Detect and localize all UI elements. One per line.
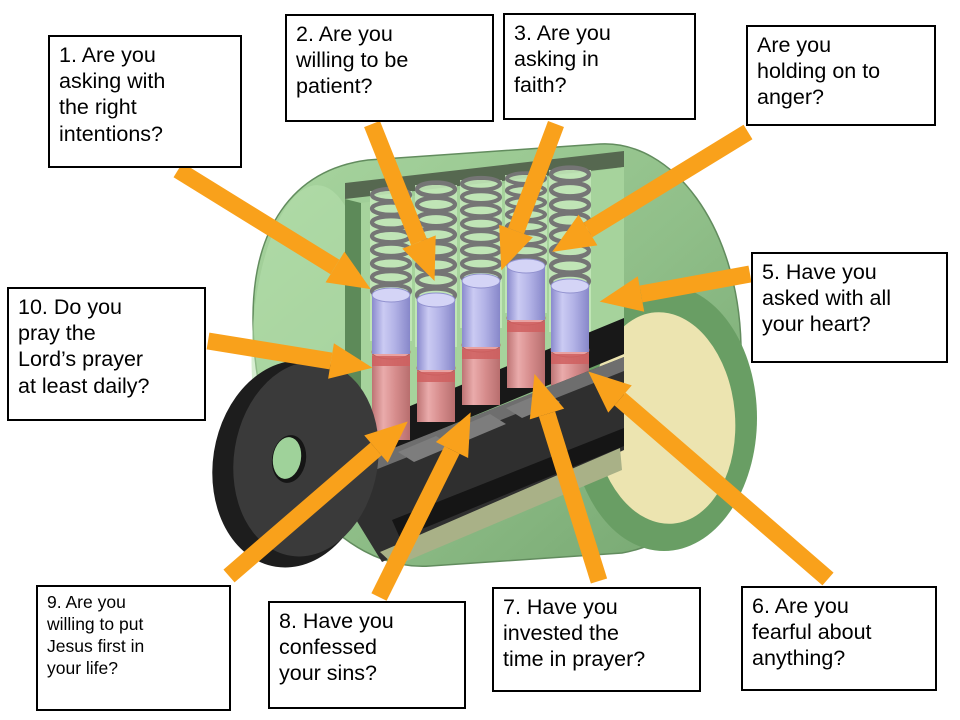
question-box-8: 8. Have you confessed your sins? [268, 601, 466, 709]
question-box-10: 10. Do you pray the Lord’s prayer at lea… [7, 287, 206, 421]
pin-stack-2 [416, 292, 456, 422]
driver-pin [507, 266, 545, 320]
arrow-q8 [371, 412, 471, 601]
question-text-6: 6. Are you fearful about anything? [752, 594, 872, 671]
question-text-2: 2. Are you willing to be patient? [296, 22, 409, 99]
key-bow [212, 360, 379, 568]
driver-pin [551, 286, 589, 352]
arrow-q4 [552, 124, 753, 252]
pin-stack-4 [506, 258, 546, 388]
question-text-10: 10. Do you pray the Lord’s prayer at lea… [18, 295, 150, 398]
arrow-q6 [588, 371, 834, 586]
question-box-3: 3. Are you asking in faith? [503, 13, 696, 120]
arrow-q3 [499, 121, 564, 271]
question-box-9: 9. Are you willing to put Jesus first in… [36, 585, 231, 711]
arrow-q10 [206, 332, 373, 379]
question-text-3: 3. Are you asking in faith? [514, 21, 611, 98]
callout-arrows [173, 120, 834, 601]
question-text-9: 9. Are you willing to put Jesus first in… [47, 592, 145, 678]
arrow-q9 [223, 421, 408, 583]
question-text-1: 1. Are you asking with the right intenti… [59, 43, 166, 146]
driver-pin [372, 295, 410, 354]
question-text-7: 7. Have you invested the time in prayer? [503, 595, 646, 672]
question-box-6: 6. Are you fearful about anything? [741, 586, 937, 691]
question-box-1: 1. Are you asking with the right intenti… [48, 35, 242, 168]
driver-pin [462, 281, 500, 347]
arrow-q1 [173, 162, 371, 290]
question-box-2: 2. Are you willing to be patient? [285, 14, 494, 122]
question-box-5: 5. Have you asked with all your heart? [751, 252, 948, 363]
question-text-5: 5. Have you asked with all your heart? [762, 260, 892, 337]
question-box-anger: Are you holding on to anger? [746, 25, 936, 126]
pin-stack-3 [461, 273, 501, 405]
arrow-q7 [529, 373, 608, 584]
cutaway-roof-edge [345, 151, 624, 199]
pin-stack-1 [371, 287, 411, 440]
arrow-q2 [364, 120, 436, 282]
question-text-anger: Are you holding on to anger? [757, 33, 881, 110]
driver-pin [417, 300, 455, 370]
question-text-8: 8. Have you confessed your sins? [279, 609, 394, 686]
arrow-q5 [599, 265, 752, 312]
question-box-7: 7. Have you invested the time in prayer? [492, 587, 701, 692]
